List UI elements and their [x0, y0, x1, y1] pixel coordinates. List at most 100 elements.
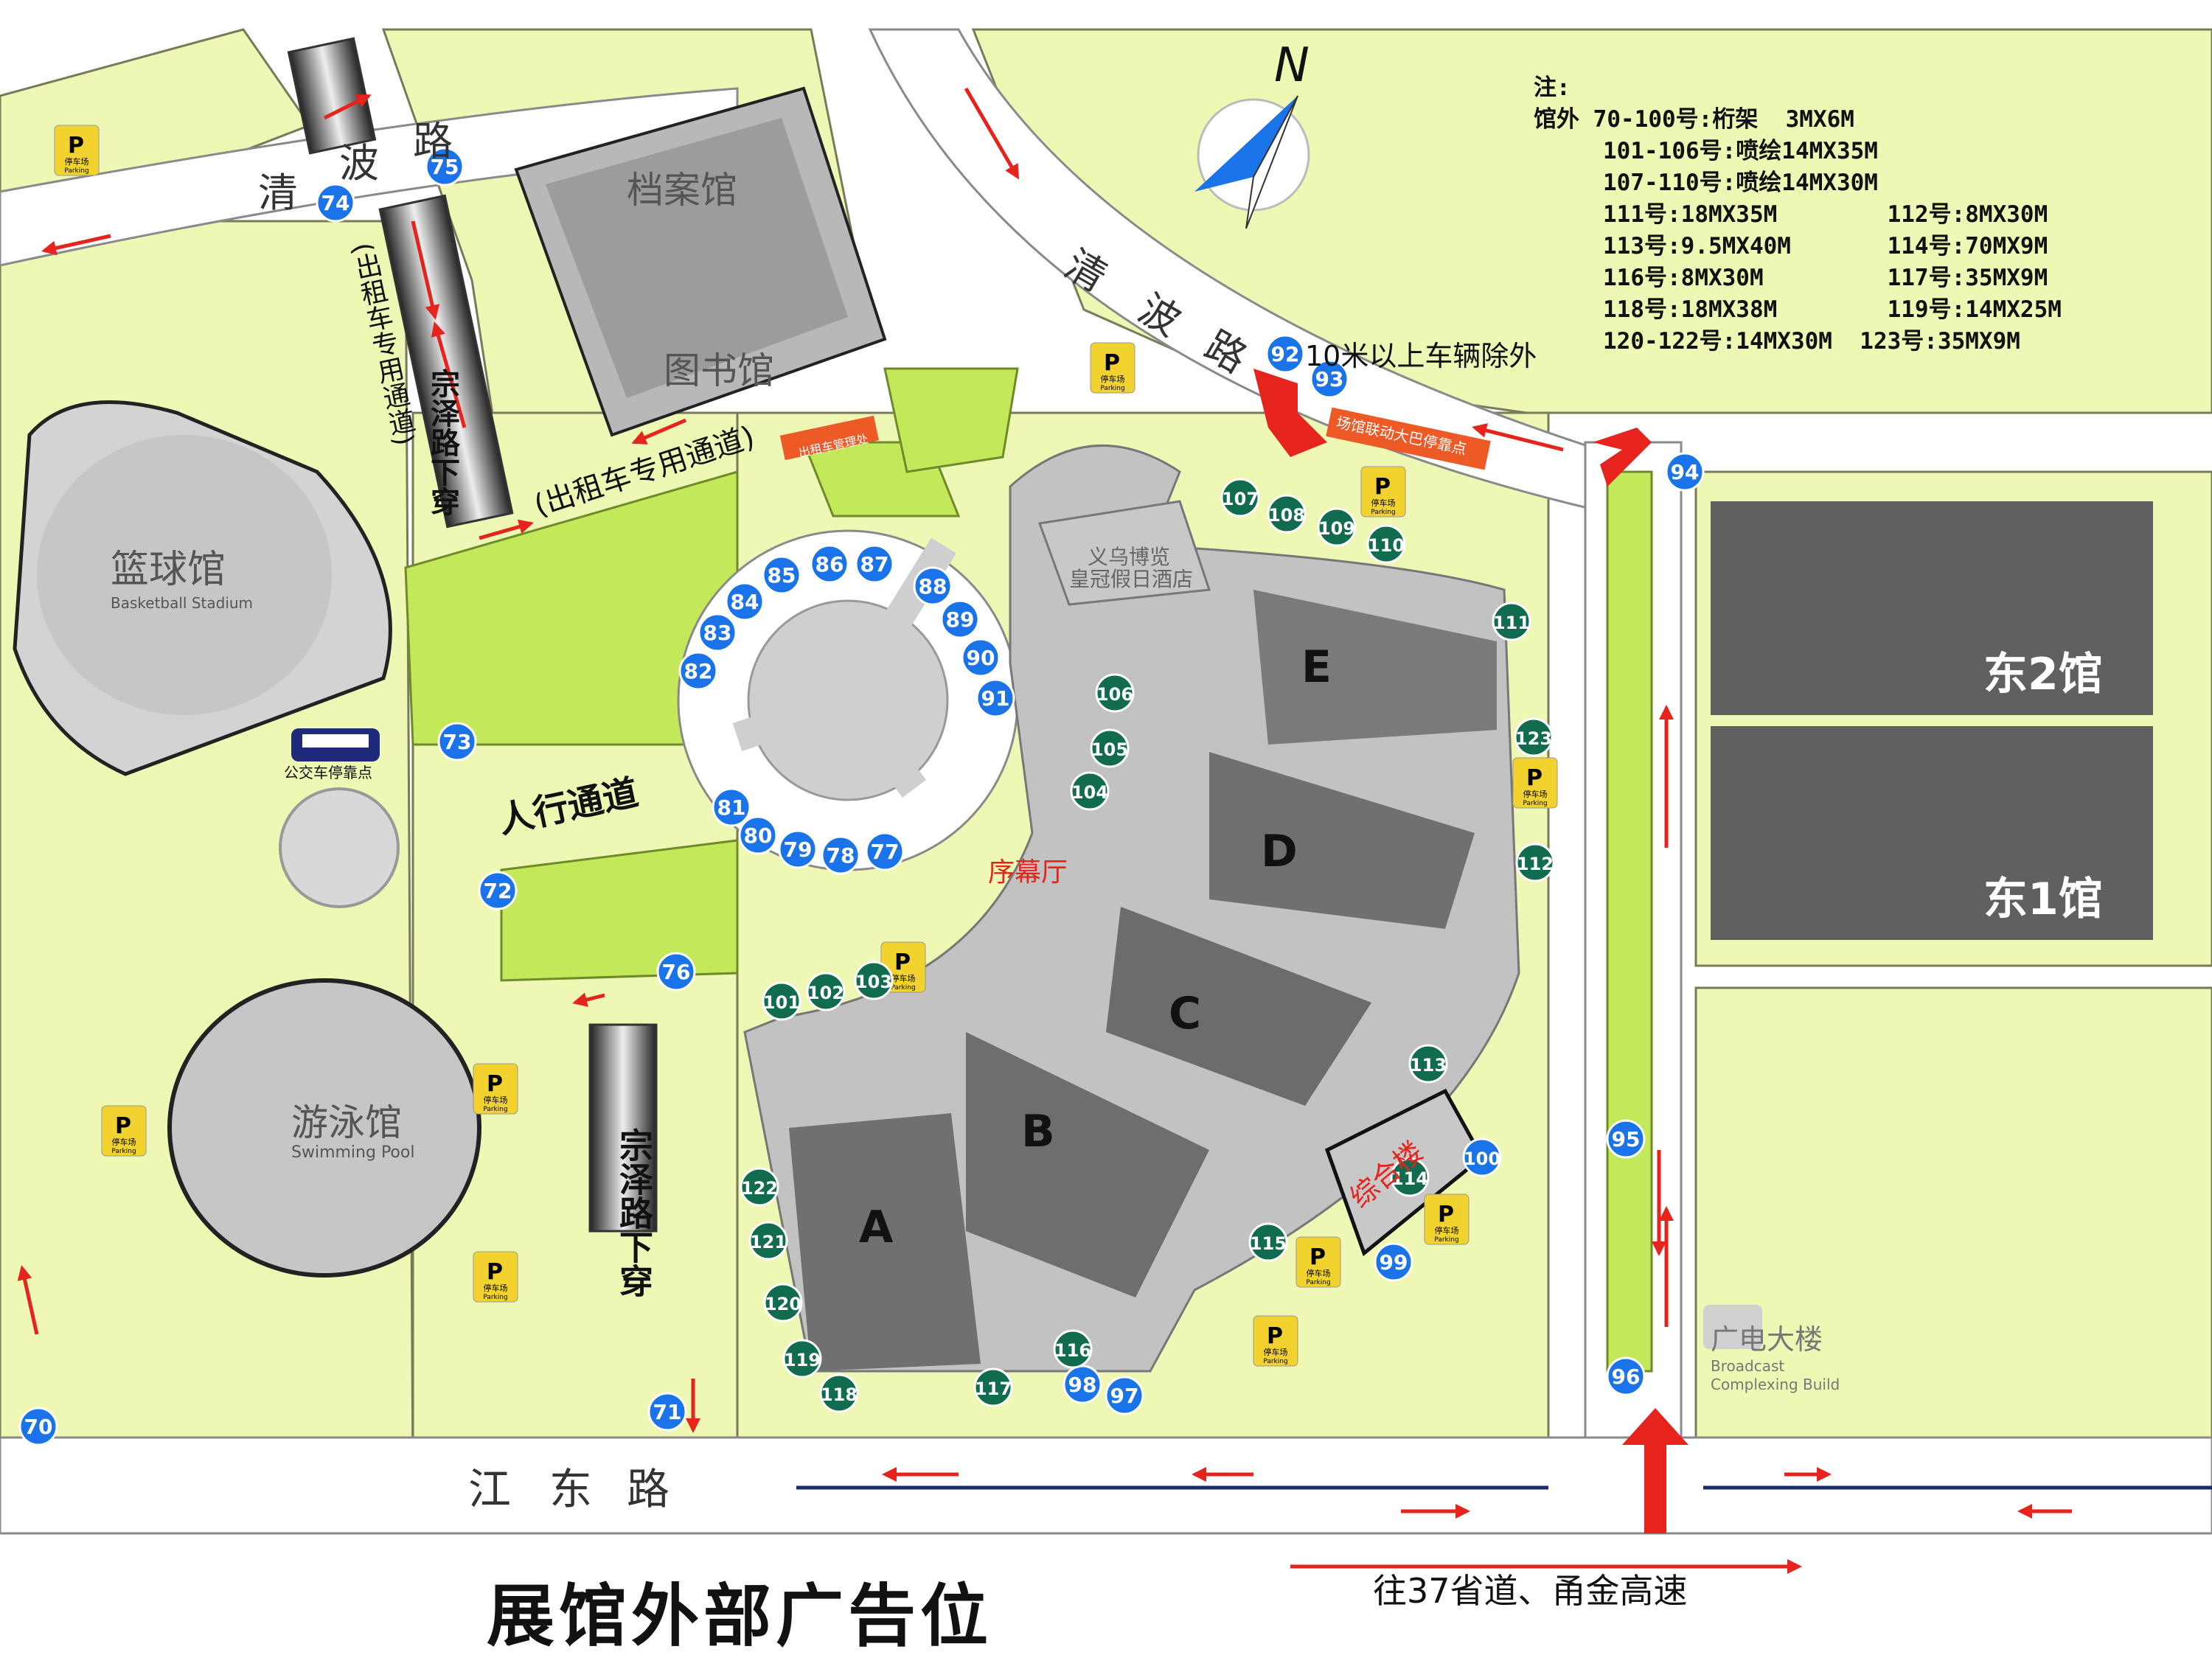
ad-marker-label: 122	[741, 1178, 778, 1199]
ad-marker-77: 77	[865, 832, 905, 871]
ad-marker-label: 74	[321, 191, 350, 215]
ad-marker-circle	[1665, 452, 1705, 492]
ad-marker-label: 86	[815, 552, 844, 576]
lawns	[404, 367, 1653, 1373]
hotel	[1037, 500, 1211, 606]
ad-marker-label: 111	[1493, 613, 1530, 633]
ad-marker-circle	[855, 544, 894, 584]
ad-marker-circle	[712, 787, 751, 827]
svg-text:P: P	[487, 1071, 503, 1097]
ad-marker-102: 102	[806, 972, 846, 1011]
ad-marker-label: 78	[827, 843, 855, 868]
legend-line-6: 118号:18MX38M 119号:14MX25M	[1603, 296, 2062, 323]
svg-text:Parking: Parking	[1371, 509, 1395, 516]
ad-marker-73: 73	[437, 722, 477, 762]
destination-label: 往37省道、甬金高速	[1373, 1571, 1688, 1611]
ad-marker-circle	[1267, 494, 1307, 534]
road-jiangdong-3: 路	[627, 1464, 669, 1514]
legend-line-5: 116号:8MX30M 117号:35MX9M	[1603, 265, 2048, 291]
ad-marker-88: 88	[913, 566, 953, 606]
legend-heading: 注:	[1534, 74, 1571, 101]
ad-marker-label: 79	[784, 837, 813, 862]
ad-marker-70: 70	[18, 1407, 58, 1446]
ad-marker-circle	[1105, 1376, 1144, 1415]
ad-marker-117: 117	[973, 1367, 1013, 1407]
ad-marker-119: 119	[782, 1339, 822, 1379]
broadcast-label-en-1: Broadcast	[1711, 1357, 1784, 1375]
legend-line-1: 101-106号:喷绘14MX35M	[1603, 138, 1878, 164]
ad-marker-circle	[1606, 1119, 1646, 1159]
ad-marker-label: 84	[731, 590, 759, 614]
ad-marker-label: 109	[1318, 518, 1355, 539]
ad-marker-circle	[748, 1221, 788, 1261]
ad-marker-circle	[738, 815, 778, 855]
hall-d-label: D	[1261, 826, 1298, 877]
ad-marker-circle	[725, 582, 765, 621]
ad-marker-circle	[1090, 728, 1130, 768]
ad-marker-circle	[740, 1167, 779, 1207]
ad-marker-label: 97	[1110, 1384, 1139, 1408]
ad-marker-90: 90	[961, 638, 1001, 677]
ad-marker-label: 101	[763, 992, 800, 1013]
zongze-bottom-label: 宗泽路下穿	[614, 1127, 654, 1297]
ad-marker-79: 79	[778, 829, 818, 869]
svg-text:停车场: 停车场	[1371, 498, 1396, 508]
svg-text:P: P	[894, 950, 911, 975]
ad-marker-circle	[1248, 1222, 1288, 1262]
ad-marker-label: 107	[1222, 489, 1259, 509]
ad-marker-71: 71	[647, 1392, 687, 1432]
ad-marker-label: 91	[981, 686, 1010, 711]
ad-marker-118: 118	[819, 1373, 859, 1413]
ad-marker-85: 85	[762, 555, 801, 595]
svg-text:P: P	[1526, 765, 1543, 791]
ad-marker-circle	[425, 147, 465, 187]
basketball-label-en: Basketball Stadium	[111, 594, 253, 612]
ad-marker-circle	[1095, 673, 1135, 713]
ad-marker-circle	[778, 829, 818, 869]
ad-marker-label: 80	[744, 823, 773, 848]
ad-marker-122: 122	[740, 1167, 779, 1207]
ad-marker-label: 121	[750, 1232, 787, 1252]
ad-marker-circle	[656, 952, 696, 992]
ad-marker-label: 110	[1368, 535, 1405, 556]
ad-marker-circle	[973, 1367, 1013, 1407]
ad-marker-93: 93	[1310, 359, 1349, 399]
ad-marker-label: 123	[1515, 728, 1552, 749]
ad-marker-label: 118	[821, 1384, 858, 1405]
road-jiangdong-1: 江	[468, 1464, 511, 1514]
ad-marker-circle	[1070, 771, 1110, 811]
ad-marker-label: 104	[1071, 782, 1108, 803]
swimming-label-cn: 游泳馆	[291, 1101, 402, 1144]
banners	[779, 407, 1491, 470]
ad-marker-86: 86	[810, 544, 849, 584]
ad-marker-82: 82	[678, 651, 718, 691]
ad-marker-label: 103	[855, 972, 892, 992]
ad-marker-label: 81	[717, 795, 746, 820]
hall-b-label: B	[1021, 1106, 1055, 1157]
ad-marker-circle	[961, 638, 1001, 677]
ad-marker-label: 98	[1068, 1373, 1097, 1397]
ad-marker-circle	[782, 1339, 822, 1379]
ad-marker-112: 112	[1515, 843, 1555, 882]
swimming-label-en: Swimming Pool	[291, 1143, 414, 1162]
svg-text:Parking: Parking	[483, 1294, 507, 1301]
ad-marker-label: 114	[1391, 1168, 1428, 1189]
hall-c-label: C	[1169, 988, 1201, 1039]
ad-marker-95: 95	[1606, 1119, 1646, 1159]
zongze-top-label: 宗泽路下穿	[425, 368, 460, 516]
svg-text:Parking: Parking	[483, 1106, 507, 1113]
svg-text:P: P	[68, 133, 84, 158]
ad-marker-label: 94	[1671, 460, 1700, 484]
svg-text:停车场: 停车场	[65, 156, 89, 167]
svg-text:停车场: 停车场	[1264, 1347, 1288, 1357]
ad-marker-101: 101	[762, 981, 801, 1021]
ad-marker-circle	[762, 981, 801, 1021]
ad-marker-circle	[1220, 478, 1260, 518]
ad-marker-label: 89	[946, 607, 975, 632]
ad-marker-circle	[762, 555, 801, 595]
ad-marker-label: 106	[1096, 684, 1133, 705]
hall-a-label: A	[859, 1202, 894, 1253]
hotel-label-2: 皇冠假日酒店	[1069, 567, 1193, 591]
